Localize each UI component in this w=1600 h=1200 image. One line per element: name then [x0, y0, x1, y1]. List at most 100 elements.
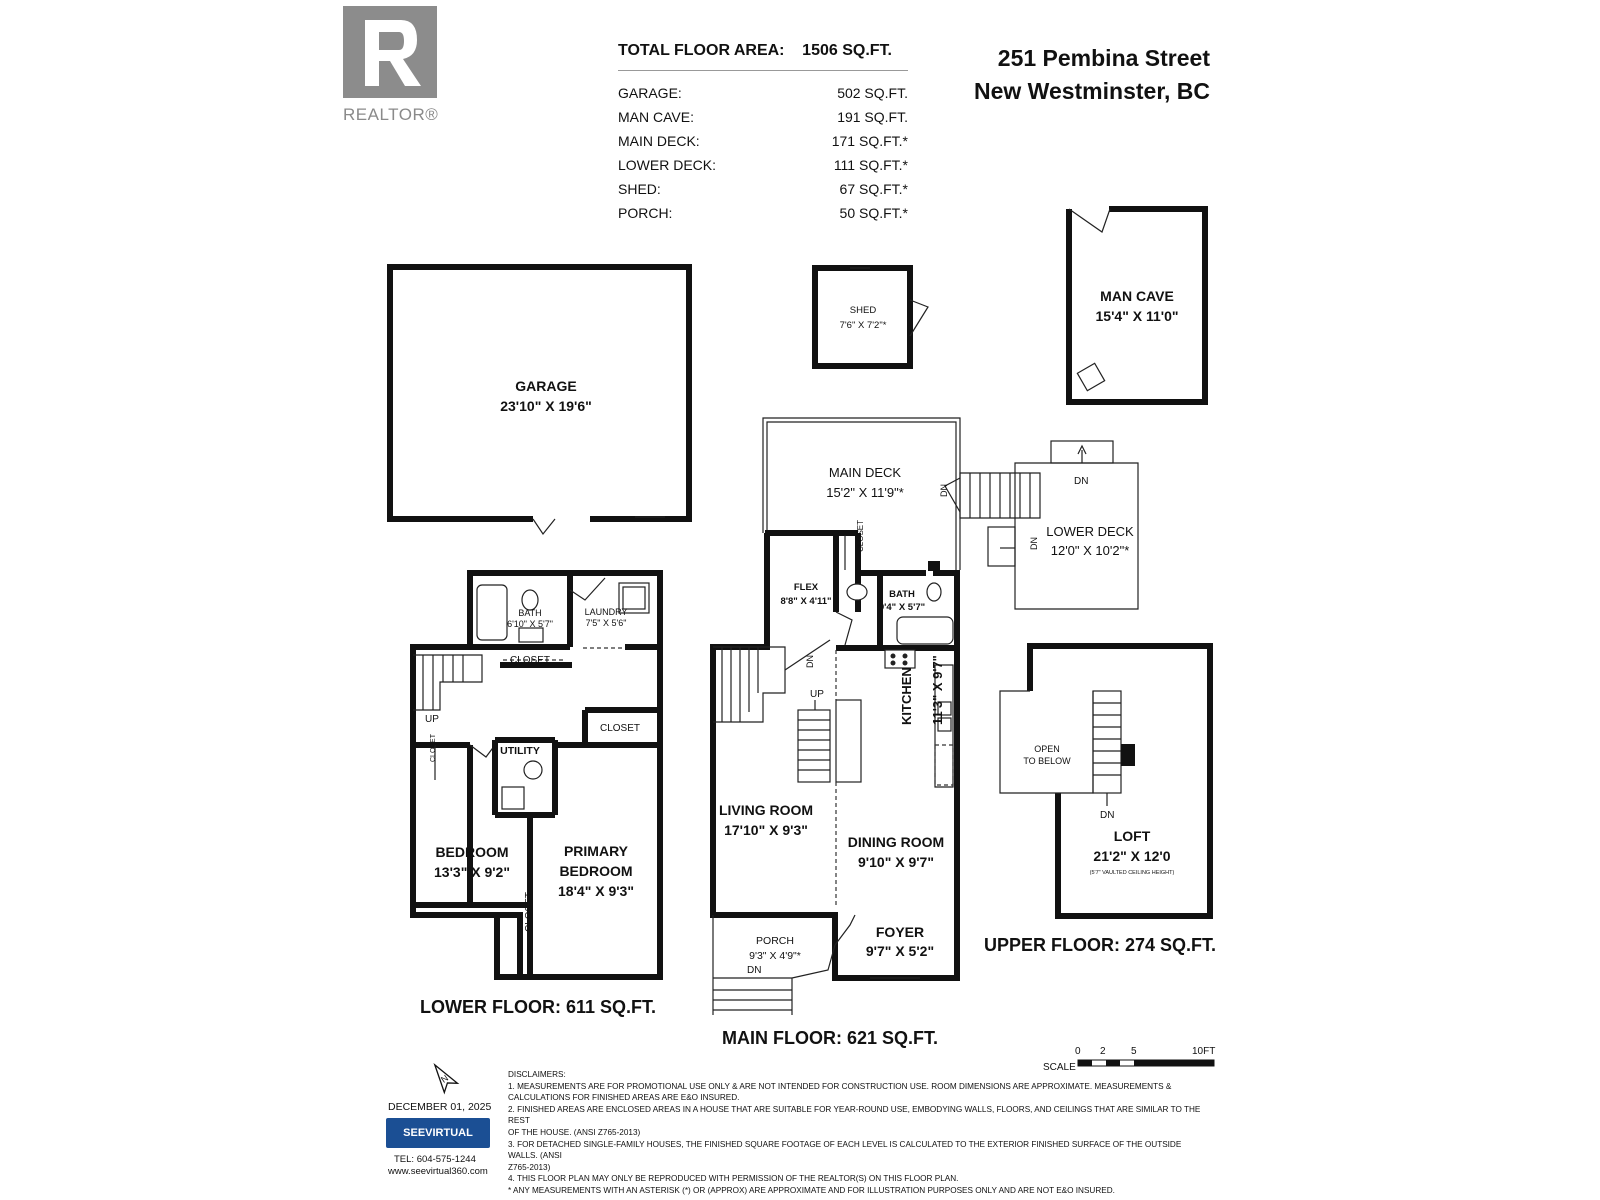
area-value: 171 SQ.FT.* [831, 133, 908, 149]
seevirtual-logo: SEEVIRTUAL [386, 1118, 490, 1148]
area-label: SHED: [618, 181, 661, 197]
shed-name: SHED [850, 305, 877, 316]
seevirtual-word: SEEVIRTUAL [403, 1127, 473, 1139]
closet-label: CLOSET [524, 892, 535, 932]
disclaimers: DISCLAIMERS: 1. MEASUREMENTS ARE FOR PRO… [508, 1069, 1208, 1197]
primary-bedroom-name-1: PRIMARY [564, 843, 629, 859]
up-marker: UP [810, 689, 824, 700]
disclaimer-line: Z765-2013) [508, 1162, 551, 1172]
primary-bedroom-size: 18'4" X 9'3" [558, 883, 634, 899]
lower-floor-label: LOWER FLOOR: 611 SQ.FT. [420, 997, 656, 1017]
realtor-logo: REALTOR® [343, 6, 447, 125]
realtor-r-icon [343, 6, 437, 98]
contact-phone: TEL: 604-575-1244 [394, 1154, 476, 1165]
total-area-row: TOTAL FLOOR AREA: 1506 SQ.FT. [618, 42, 908, 71]
contact-website: www.seevirtual360.com [388, 1166, 488, 1177]
area-row: PORCH: 50 SQ.FT.* [618, 201, 908, 225]
total-area-value: 1506 SQ.FT. [802, 42, 892, 59]
plan-date: DECEMBER 01, 2025 [388, 1101, 492, 1113]
up-marker: UP [425, 714, 439, 725]
disclaimer-line: OF THE HOUSE. (ANSI Z765-2013) [508, 1127, 641, 1137]
main-floor: CLOSET BATH 9'4" X 5'7" FLEX 8'8" X 4'11… [710, 520, 960, 1015]
laundry-size: 7'5" X 5'6" [586, 618, 627, 628]
lower-deck: DN DN LOWER DECK 12'0" X 10'2"* [987, 440, 1139, 610]
closet-label: CLOSET [600, 723, 640, 734]
living-room-size: 17'10" X 9'3" [724, 822, 808, 838]
area-value: 50 SQ.FT.* [839, 205, 908, 221]
utility-name: UTILITY [500, 745, 540, 757]
scale-bar: SCALE 0 2 5 10FT [1043, 1046, 1215, 1073]
garage-name: GARAGE [515, 378, 576, 394]
bath-main-name: BATH [889, 589, 915, 600]
dining-room-size: 9'10" X 9'7" [858, 854, 934, 870]
loft-note: (5'7" VAULTED CEILING HEIGHT) [1090, 870, 1175, 876]
disclaimer-line: * ANY MEASUREMENTS WITH AN ASTERISK (*) … [508, 1185, 1115, 1195]
bath-main-size: 9'4" X 5'7" [879, 602, 925, 613]
flex-name: FLEX [794, 582, 819, 593]
garage-block: GARAGE 23'10" X 19'6" [387, 264, 692, 536]
scale-tick: 10FT [1192, 1046, 1215, 1057]
disclaimer-line: CALCULATIONS FOR FINISHED AREAS ARE E&O … [508, 1093, 740, 1103]
bedroom-name: BEDROOM [435, 844, 508, 860]
closet-label: CLOSET [856, 520, 865, 552]
north-arrow-icon: N [433, 1062, 460, 1095]
area-label: MAN CAVE: [618, 109, 694, 125]
realtor-word: REALTOR® [343, 105, 439, 124]
area-table: TOTAL FLOOR AREA: 1506 SQ.FT. GARAGE: 502… [618, 42, 908, 225]
closet-label: CLOSET [430, 733, 437, 762]
scale-label: SCALE [1043, 1062, 1076, 1073]
man-cave-block: MAN CAVE 15'4" X 11'0" [1066, 206, 1208, 405]
porch-name: PORCH [756, 935, 794, 947]
main-floor-label: MAIN FLOOR: 621 SQ.FT. [722, 1028, 938, 1048]
disclaimer-title: DISCLAIMERS: [508, 1070, 566, 1079]
dn-marker: DN [939, 484, 949, 497]
address-line2: New Westminster, BC [973, 78, 1210, 104]
lower-deck-size: 12'0" X 10'2"* [1051, 543, 1130, 558]
man-cave-size: 15'4" X 11'0" [1096, 308, 1179, 324]
man-cave-name: MAN CAVE [1100, 288, 1174, 304]
open-below-2: TO BELOW [1023, 756, 1071, 766]
upper-floor-label: UPPER FLOOR: 274 SQ.FT. [984, 935, 1216, 955]
area-label: PORCH: [618, 205, 673, 221]
dining-room-name: DINING ROOM [848, 834, 944, 850]
dn-marker: DN [1074, 476, 1088, 487]
disclaimer-line: 3. FOR DETACHED SINGLE-FAMILY HOUSES, TH… [508, 1139, 1182, 1161]
address-line1: 251 Pembina Street [997, 45, 1210, 71]
foyer-name: FOYER [876, 924, 924, 940]
area-value: 502 SQ.FT. [837, 85, 908, 101]
total-area-label: TOTAL FLOOR AREA: [618, 42, 785, 59]
area-label: GARAGE: [618, 85, 682, 101]
main-deck-size: 15'2" X 11'9"* [826, 485, 904, 500]
dn-marker: DN [747, 965, 761, 976]
area-row: GARAGE: 502 SQ.FT. [618, 81, 908, 105]
main-deck-name: MAIN DECK [829, 465, 902, 480]
shed-size: 7'6" X 7'2"* [840, 320, 887, 331]
lower-deck-name: LOWER DECK [1046, 524, 1134, 539]
bath-lower-name: BATH [518, 608, 541, 618]
living-room-name: LIVING ROOM [719, 802, 813, 818]
area-label: MAIN DECK: [618, 133, 700, 149]
flex-size: 8'8" X 4'11" [780, 596, 831, 607]
scale-tick: 2 [1100, 1046, 1106, 1057]
upper-floor: DN OPEN TO BELOW LOFT 21'2" X 12'0 (5'7"… [999, 643, 1213, 919]
dn-marker: DN [1029, 537, 1039, 550]
scale-tick: 0 [1075, 1046, 1081, 1057]
area-label: LOWER DECK: [618, 157, 717, 173]
bath-lower-size: 6'10" X 5'7" [507, 619, 553, 629]
laundry-name: LAUNDRY [585, 607, 628, 617]
shed-block: SHED 7'6" X 7'2"* [812, 265, 929, 369]
dn-marker: DN [805, 655, 815, 668]
area-row: LOWER DECK: 111 SQ.FT.* [618, 153, 908, 177]
property-address: 251 Pembina Street New Westminster, BC [960, 42, 1210, 108]
disclaimer-line: 4. THIS FLOOR PLAN MAY ONLY BE REPRODUCE… [508, 1174, 959, 1184]
garage-size: 23'10" X 19'6" [500, 398, 592, 414]
lower-floor: BATH 6'10" X 5'7" LAUNDRY 7'5" X 5'6" UP… [410, 570, 663, 980]
area-row: SHED: 67 SQ.FT.* [618, 177, 908, 201]
area-value: 111 SQ.FT.* [833, 157, 908, 173]
porch-size: 9'3" X 4'9"* [749, 950, 801, 962]
primary-bedroom-name-2: BEDROOM [559, 863, 632, 879]
scale-tick: 5 [1131, 1046, 1137, 1057]
svg-text:N: N [439, 1073, 450, 1085]
area-value: 67 SQ.FT.* [839, 181, 908, 197]
